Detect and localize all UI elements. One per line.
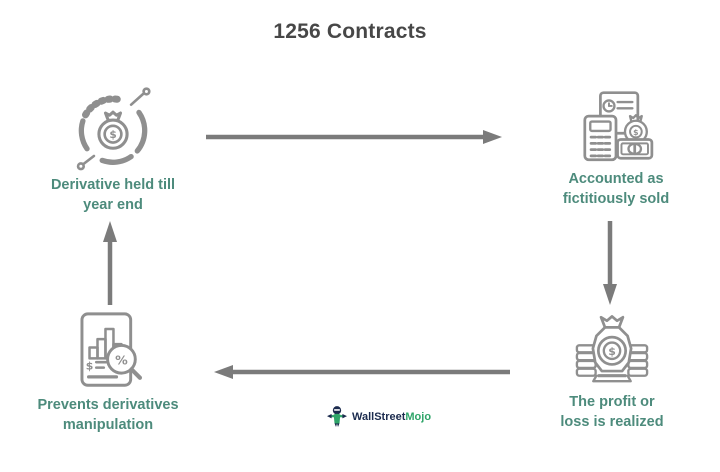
node-label: Prevents derivatives manipulation bbox=[37, 395, 178, 435]
node-label: The profit or loss is realized bbox=[560, 392, 663, 432]
node-label-line: loss is realized bbox=[560, 414, 664, 430]
logo-wordmark: WallStreetMojo bbox=[352, 411, 431, 423]
wallstreetmojo-logo: WallStreetMojo bbox=[327, 404, 431, 430]
ninja-icon bbox=[327, 406, 347, 427]
dollar-glyph: $ bbox=[608, 345, 616, 358]
arrow-left-bottom bbox=[214, 365, 510, 379]
logo-text-mojo: Mojo bbox=[405, 411, 432, 423]
node-accounted-sold: $ Accounted as fictitiously sold bbox=[521, 88, 711, 209]
dollar-glyph: $ bbox=[86, 359, 94, 372]
arrow-right-top bbox=[206, 130, 502, 144]
money-bag-cycle-icon: $ bbox=[76, 87, 151, 171]
node-label: Derivative held till year end bbox=[51, 175, 175, 215]
node-label-line: year end bbox=[83, 197, 143, 213]
report-magnifier-icon: $ % bbox=[80, 312, 143, 387]
node-label: Accounted as fictitiously sold bbox=[563, 169, 669, 209]
node-label-line: The profit or bbox=[569, 394, 655, 410]
node-label-line: manipulation bbox=[62, 417, 154, 433]
arrow-up-left bbox=[103, 221, 117, 305]
arrow-down-right bbox=[603, 221, 617, 305]
node-label-line: Derivative held till bbox=[50, 177, 176, 193]
logo-text-wallstreet: WallStreet bbox=[352, 411, 406, 423]
node-prevents-manipulation: $ % Prevents derivatives manipulation bbox=[13, 308, 203, 435]
dollar-glyph: $ bbox=[109, 129, 116, 141]
node-label-line: Accounted as bbox=[568, 171, 664, 187]
node-derivative-held: $ Derivative held till year end bbox=[18, 84, 208, 215]
page-title: 1256 Contracts bbox=[273, 20, 427, 43]
calculator-documents-icon: $ bbox=[583, 91, 654, 162]
dollar-glyph: $ bbox=[633, 128, 638, 137]
percent-glyph: % bbox=[115, 352, 128, 367]
node-label-line: Prevents derivatives bbox=[37, 397, 179, 413]
node-profit-realized: $ The profit or loss is realized bbox=[517, 311, 707, 432]
node-label-line: fictitiously sold bbox=[562, 191, 670, 207]
money-bag-coins-icon: $ bbox=[575, 315, 649, 383]
